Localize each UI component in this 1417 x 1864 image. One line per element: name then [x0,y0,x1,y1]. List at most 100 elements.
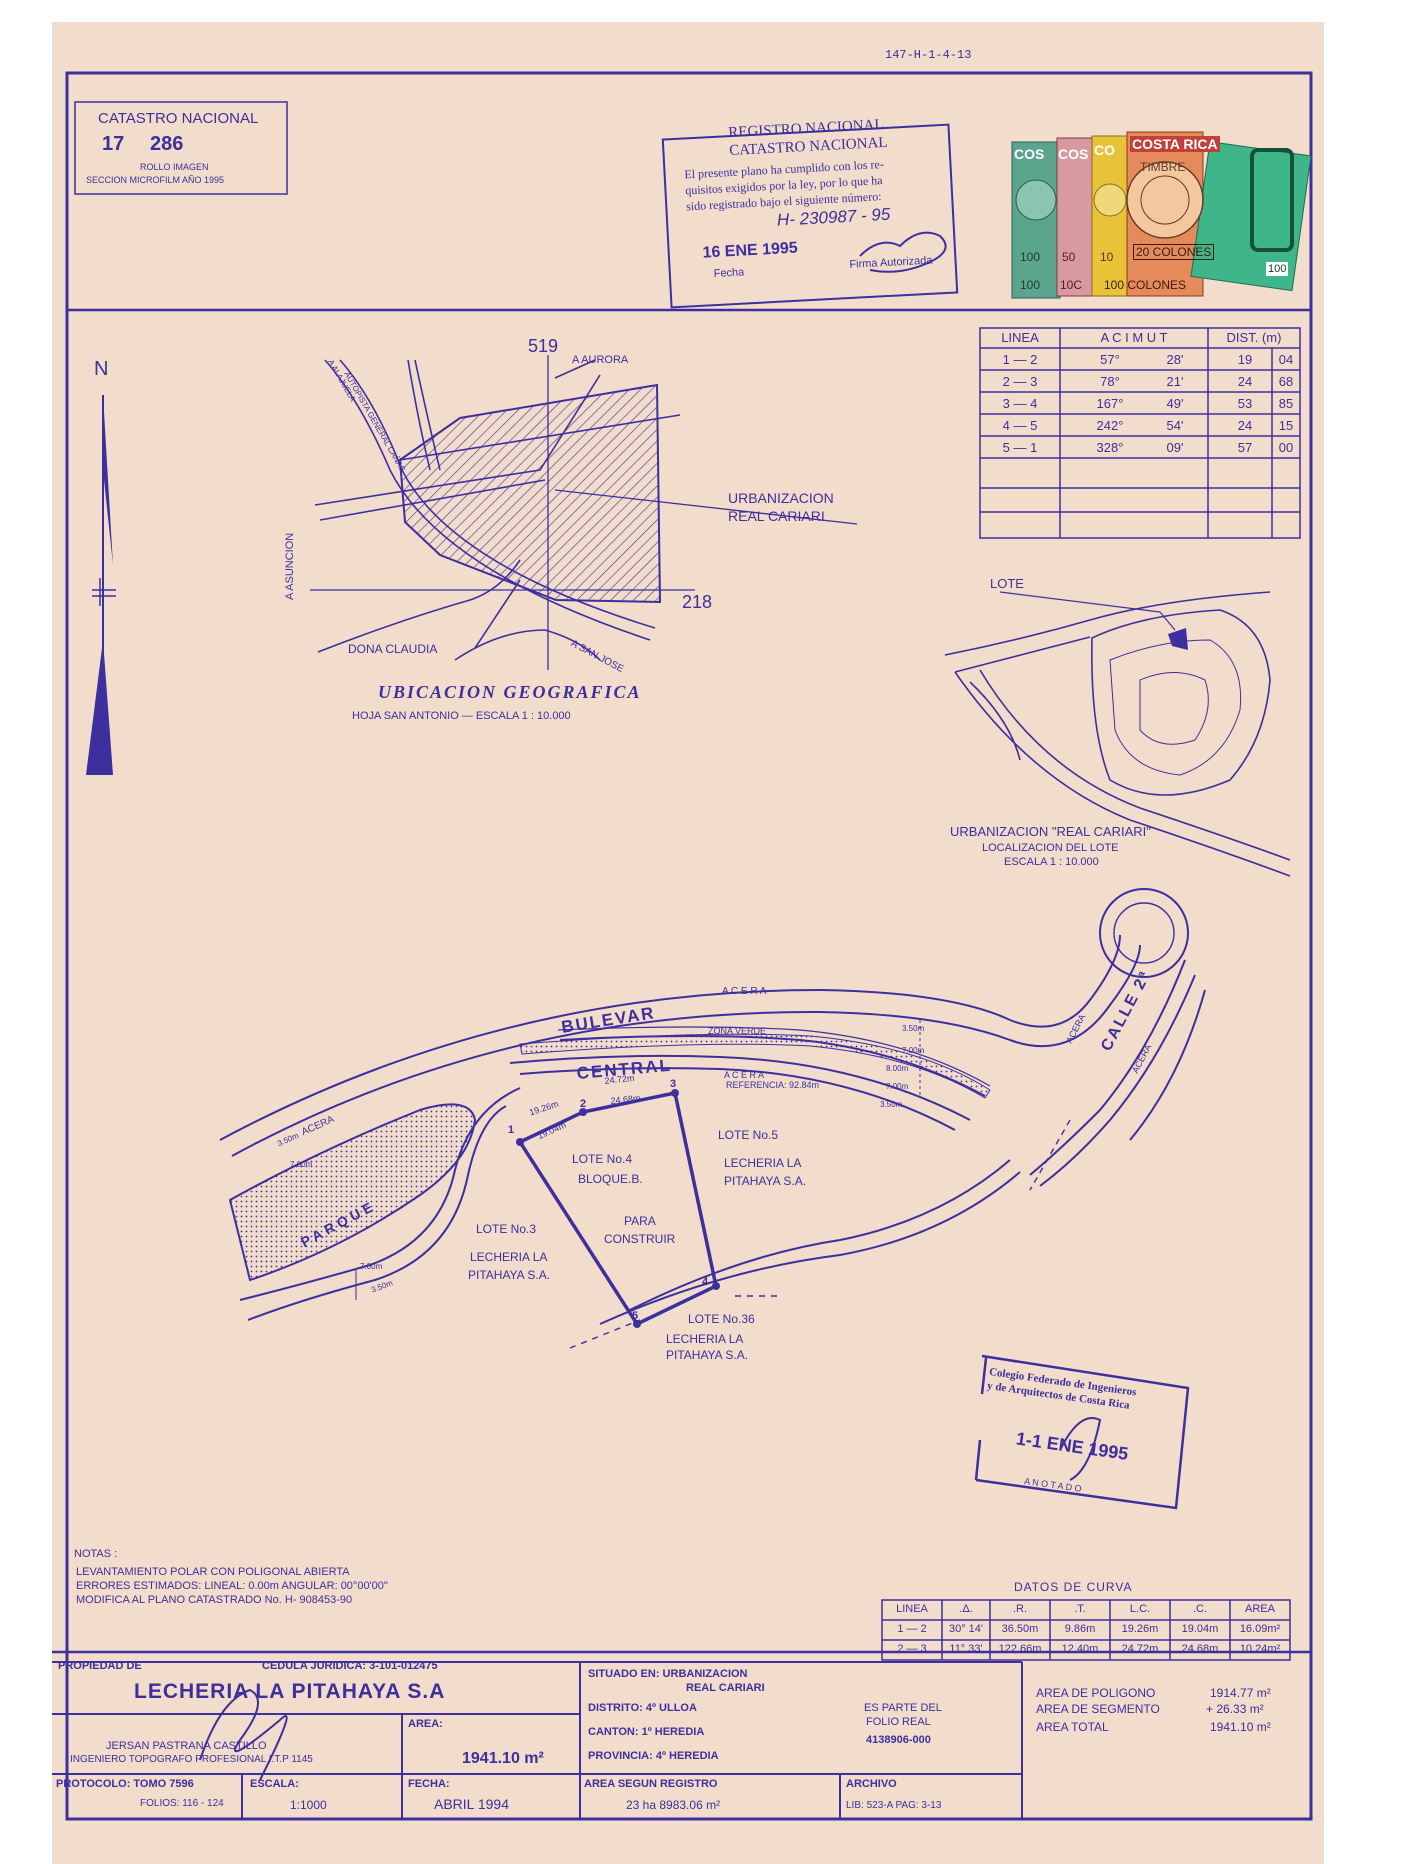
localizacion-map [944,591,1291,877]
engineer-name: JERSAN PASTRANA CASTILLO [106,1740,267,1752]
acimut-row2-linea: 2 — 3 [1002,374,1038,389]
fecha-label: FECHA: [408,1778,450,1790]
acimut-row3-d2: 85 [1278,396,1294,411]
cedula-juridica: CEDULA JURIDICA: 3-101-012475 [262,1660,438,1672]
curva-header-t: .T. [1074,1603,1086,1615]
engineer-title: INGENIERO TOPOGRAFO PROFESIONAL I.T.P 11… [70,1754,313,1765]
curva-r2-lc: 24.72m [1121,1643,1159,1655]
lote5-line2: LECHERIA LA [724,1156,802,1170]
ubicacion-title: UBICACION GEOGRAFICA [378,682,642,702]
dim-700-c: 7.00m [290,1160,313,1169]
lote5-line1: LOTE No.5 [718,1128,779,1142]
curva-title: DATOS DE CURVA [1014,1580,1133,1594]
acimut-row1-linea: 1 — 2 [1002,352,1038,367]
acera-top-label: A C E R A [722,986,767,997]
stamp-val-7: 100 COLONES [1104,278,1187,292]
north-arrow-bottom [86,640,113,775]
lote36-line3: PITAHAYA S.A. [666,1348,749,1362]
vertex-4-label: 4 [702,1276,709,1288]
escala-value: 1:1000 [290,1798,327,1812]
reference-code: 147-H-1-4-13 [885,48,972,62]
curva-header-lc: L.C. [1129,1603,1151,1615]
es-parte-line2: FOLIO REAL [866,1716,931,1728]
dim-800: 8.00m [886,1064,909,1073]
outer-frame [65,71,1313,1821]
catastro-line2: SECCION MICROFILM AÑO 1995 [86,175,225,185]
ubicacion-subtitle: HOJA SAN ANTONIO — ESCALA 1 : 10.000 [352,710,571,722]
lote3-line2: LECHERIA LA [470,1250,548,1264]
acimut-row5-d2: 00 [1278,440,1294,455]
lote-label: LOTE [990,576,1024,591]
folios: FOLIOS: 116 - 124 [140,1798,224,1809]
area-segmento-value: + 26.33 m² [1206,1702,1264,1716]
stamp-val-1: 100 [1020,250,1041,264]
grid-number-19: 519 [528,336,559,356]
acimut-row1-d1: 19 [1237,352,1253,367]
area-registro-value: 23 ha 8983.06 m² [626,1798,721,1812]
dona-claudia-label: DONA CLAUDIA [348,642,438,656]
revenue-stamps [1011,131,1312,299]
acimut-row5-d1: 57 [1237,440,1253,455]
archivo-label: ARCHIVO [846,1778,897,1790]
lote-4-polygon [517,1090,718,1327]
lote3-line1: LOTE No.3 [476,1222,537,1236]
catastro-line1: ROLLO IMAGEN [140,162,209,172]
situado-line1: SITUADO EN: URBANIZACION [588,1668,748,1680]
acimut-row3-min: 49' [1166,396,1184,411]
acimut-row1-d2: 04 [1278,352,1294,367]
localizacion-title: URBANIZACION "REAL CARIARI" [950,824,1151,839]
lote3-line3: PITAHAYA S.A. [468,1268,551,1282]
area-segmento-label: AREA DE SEGMENTO [1036,1702,1160,1716]
stamp-brand-4: COSTA RICA [1130,136,1220,152]
area-total-value: 1941.10 m² [1210,1720,1271,1734]
area-poligono-label: AREA DE POLIGONO [1036,1686,1156,1700]
curva-header-r: .R. [1012,1603,1028,1615]
stamp-val-8: 100 [1266,262,1289,276]
fecha-value: ABRIL 1994 [434,1796,509,1812]
curva-header-c: .C. [1192,1603,1208,1615]
curva-r2-linea: 2 — 3 [897,1643,927,1655]
registro-stamp-frame [661,123,959,309]
curva-r1-lc: 19.26m [1121,1623,1159,1635]
lote4-line3: PARA [624,1214,656,1228]
lote-vertices [516,1089,720,1328]
folio-real-number: 4138906-000 [866,1734,931,1746]
acimut-row4-min: 54' [1166,418,1184,433]
lote-marker [1168,628,1188,650]
acimut-row2-d2: 68 [1278,374,1294,389]
ubicacion-map [310,355,858,670]
dim-700-a: 7.00m [902,1046,925,1055]
vertex-5-label: 5 [632,1310,639,1322]
stamp-val-3: 10 [1100,250,1114,264]
area-value: 1941.10 m² [462,1750,544,1767]
stamp-brand-2: COS [1058,146,1089,162]
acimut-row4-d1: 24 [1237,418,1253,433]
escala-label: ESCALA: [250,1778,299,1790]
lote4-line4: CONSTRUIR [604,1232,676,1246]
curva-r1-t: 9.86m [1064,1623,1096,1635]
plano-road-lines [219,888,1206,1349]
acimut-row1-min: 28' [1166,352,1184,367]
dim-700-d: 7.00m [360,1262,383,1271]
curva-table-grid [881,1599,1291,1661]
acimut-row1-deg: 57° [1100,352,1120,367]
acimut-header-dist: DIST. (m) [1226,330,1282,345]
acimut-row5-deg: 328° [1096,440,1124,455]
parque-area [228,1103,477,1282]
area-poligono-value: 1914.77 m² [1210,1686,1271,1700]
urbanizacion-label-1: URBANIZACION [728,490,834,506]
provincia: PROVINCIA: 4º HEREDIA [588,1750,719,1762]
area-label: AREA: [408,1718,443,1730]
north-arrow-top [103,395,113,565]
stamp-val-5: 100 [1020,278,1041,292]
curva-r1-c: 19.04m [1181,1623,1219,1635]
stamp-val-2: 50 [1062,250,1076,264]
north-label: N [94,358,109,380]
acimut-row3-d1: 53 [1237,396,1253,411]
curva-header-area: AREA [1245,1603,1275,1615]
grid-number-18: 218 [682,592,713,612]
zona-verde-label: ZONA VERDE [708,1026,767,1036]
acimut-row3-linea: 3 — 4 [1002,396,1038,411]
acimut-row2-deg: 78° [1100,374,1120,389]
